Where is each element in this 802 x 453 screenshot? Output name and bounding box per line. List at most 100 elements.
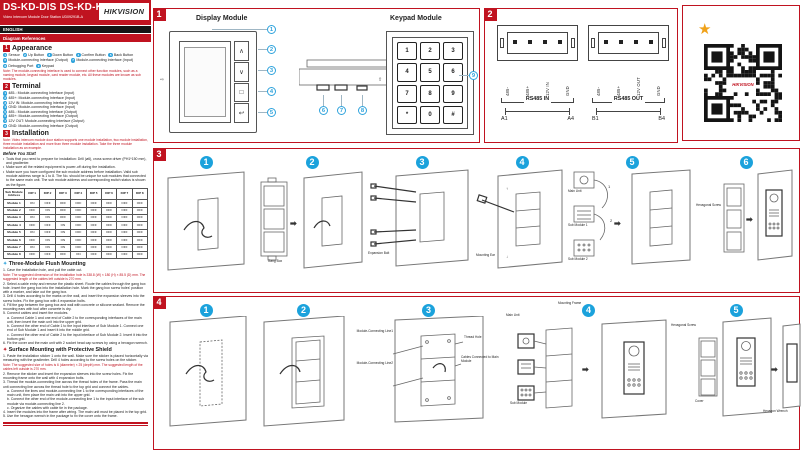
dip-state-cell: OFF — [100, 228, 118, 238]
connector-drawing — [497, 25, 578, 61]
diamond-icon: ✦ — [3, 346, 8, 353]
before-you-start-bullet: Tools that you need to prepare for insta… — [3, 157, 148, 166]
sub-module-label: Sub Module — [510, 401, 528, 405]
item-number-badge: 6 — [3, 114, 8, 119]
item-number-badge: 3 — [47, 52, 52, 58]
diagram-appearance-panel: 1 Display Module Keypad Module ∧ ∨ □ ↩ ⇨… — [152, 7, 480, 143]
dip-state-cell: OFF — [70, 243, 87, 252]
item-number-badge: 4 — [3, 105, 8, 110]
dip-state-cell: OFF — [100, 206, 118, 216]
item-number-badge: 5 — [3, 109, 8, 115]
section-appearance-header: 1 Appearance — [3, 44, 148, 52]
callout-4: 4 — [267, 87, 276, 96]
step-number: 3 — [415, 156, 429, 169]
dip-state-cell: OFF — [70, 221, 87, 230]
step-number: 2 — [297, 304, 310, 317]
dip-state-cell: OFF — [23, 221, 41, 230]
surface-line-note: Note: The suggested size of holes is 6 (… — [3, 362, 143, 372]
dip-state-cell: OFF — [100, 221, 118, 230]
main-unit-label: Main Unit — [506, 313, 520, 317]
sub-module-2-label: Sub Module 2 — [568, 257, 588, 261]
insert-direction-icon: ⇨ — [160, 77, 165, 83]
column-header: Sub Module Address — [3, 188, 25, 201]
item-label: 485-: Module-connecting Interface (Outpu… — [8, 109, 78, 114]
svg-text:↓: ↓ — [506, 254, 508, 259]
dip-state-cell: OFF — [54, 199, 72, 208]
dip-state-cell: OFF — [100, 250, 118, 260]
dip-state-cell: OFF — [100, 243, 118, 252]
surface-line-step: 5. Use the hexagon wrench in the package… — [3, 414, 118, 419]
diagram-tab-3: 3 — [152, 147, 166, 161]
module-connecting-line1-label: Module-Connecting Line1 — [356, 329, 393, 333]
gang-box-label: Gang Box — [267, 259, 283, 263]
rs485-in-block: 485- 485+ 12V IN GND RS485 IN A1 A4 — [497, 25, 578, 124]
module-connecting-line2-label: Module-Connecting Line2 — [356, 361, 393, 365]
before-you-start-list: Tools that you need to prepare for insta… — [3, 157, 148, 187]
column-header: DIP 5 — [85, 188, 102, 201]
dip-state-cell: OFF — [131, 228, 149, 238]
diagram-references-bar: Diagram References — [0, 34, 151, 42]
dip-state-cell: OFF — [100, 236, 118, 245]
surface-step-5: 5 ➡ Hexagonal Screw Cover Hexagon Wrench — [671, 300, 801, 449]
mounting-frame-label: Mounting Frame — [558, 301, 582, 305]
dip-state-cell: ON — [54, 243, 72, 252]
hikvision-logo: HIKVISION — [103, 7, 145, 16]
step-number: 1 — [199, 304, 213, 317]
keypad-key: 0 — [420, 105, 440, 124]
item-label: Module-connecting Interface (Output) — [8, 58, 68, 63]
dip-state-cell: ON — [39, 206, 56, 216]
hexagonal-screw-label: Hexagonal Screw — [671, 323, 696, 327]
dip-state-cell: OFF — [39, 228, 56, 238]
module-name-cell: Module 4 — [3, 221, 25, 230]
pin-label: 485+ — [524, 85, 530, 96]
keypad-key: 7 — [397, 84, 417, 103]
pin-range-start: B1 — [592, 116, 599, 122]
pin-label: GND — [656, 86, 662, 96]
bus-label: RS485 IN — [525, 96, 550, 102]
dip-state-cell: OFF — [85, 236, 102, 245]
sub-module-1-label: Sub Module 1 — [568, 223, 588, 227]
dip-state-cell: OFF — [131, 236, 149, 245]
step-number: 5 — [625, 156, 639, 169]
item-number-badge: 7 — [3, 119, 8, 124]
dip-state-cell: OFF — [131, 206, 149, 216]
installation-note: Note: Video intercom module door station… — [3, 138, 148, 151]
module-name-cell: Module 3 — [3, 213, 25, 223]
module-name-cell: Module 8 — [3, 250, 25, 260]
svg-text:2: 2 — [610, 218, 613, 223]
item-label: Keypad — [41, 63, 54, 68]
flush-line-sub: a. Connect Cable 1 and one end of Cable … — [7, 315, 142, 324]
diagram-tab-4: 4 — [152, 295, 166, 309]
dip-state-cell: ON — [23, 213, 41, 223]
pin-label: GND — [565, 86, 571, 96]
module-name-cell: Module 1 — [3, 199, 25, 208]
qr-center-logo: HIKVISION — [732, 82, 754, 87]
header: DS-KD-DIS DS-KD-KP Video Intercom Module… — [0, 0, 151, 25]
surface-mounting-title-text: Surface Mounting with Protective Shield — [8, 347, 112, 354]
before-you-start-bullet: Make sure you have configured the sub mo… — [3, 170, 148, 187]
surface-line-sub: b. Connect the other end of the module-c… — [7, 397, 145, 406]
surface-line-sub: a. Connect the lines and module-connecti… — [7, 388, 144, 398]
surface-line-sub: c. Organize the cables with cable tie in… — [7, 405, 88, 410]
dip-state-cell: OFF — [116, 206, 133, 216]
connector-drawing — [588, 25, 669, 61]
dip-state-cell: OFF — [85, 206, 102, 216]
step-number: 4 — [582, 304, 595, 317]
display-module-label: Display Module — [196, 15, 248, 22]
step-number: 5 — [729, 304, 743, 317]
dip-state-cell: ON — [23, 228, 41, 238]
item-label: Module-connecting Interface (Input) — [76, 58, 134, 63]
module-name-cell: Module 7 — [3, 243, 25, 252]
item-label: 485-: Module-connecting Interface (Input… — [8, 91, 75, 96]
dip-state-cell: OFF — [116, 213, 133, 223]
